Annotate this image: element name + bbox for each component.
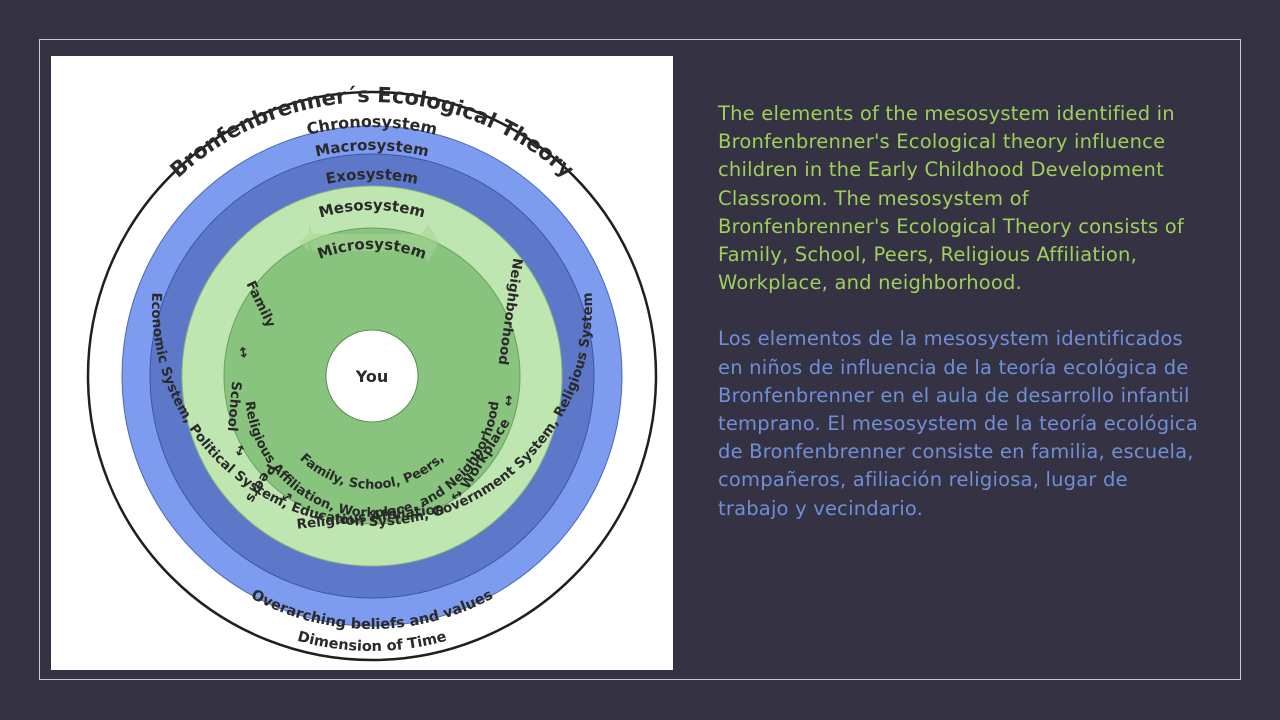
center-circle bbox=[325, 329, 419, 423]
english-paragraph: The elements of the mesosystem identifie… bbox=[718, 102, 1184, 295]
mesosystem-arrow-left bbox=[299, 234, 309, 252]
slide-frame bbox=[39, 39, 1241, 680]
ecological-theory-diagram: Bronfenbrenner´s Ecological Theory Chron… bbox=[51, 56, 673, 670]
meso-link-arrow: ↔ bbox=[230, 442, 249, 459]
exosystem-label: Exosystem bbox=[324, 165, 419, 188]
spanish-paragraph: Los elementos de la mesosystem identific… bbox=[718, 327, 1198, 520]
text-column: The elements of the mesosystem identifie… bbox=[718, 100, 1198, 523]
meso-link-arrow: ↔ bbox=[234, 345, 252, 360]
mesosystem-arrow-shape bbox=[309, 224, 439, 262]
meso-school-label: School bbox=[224, 380, 244, 432]
meso-link-arrow: ↔ bbox=[501, 394, 518, 407]
center-you-label: You bbox=[355, 367, 389, 386]
diagram-svg: Bronfenbrenner´s Ecological Theory Chron… bbox=[86, 83, 658, 662]
